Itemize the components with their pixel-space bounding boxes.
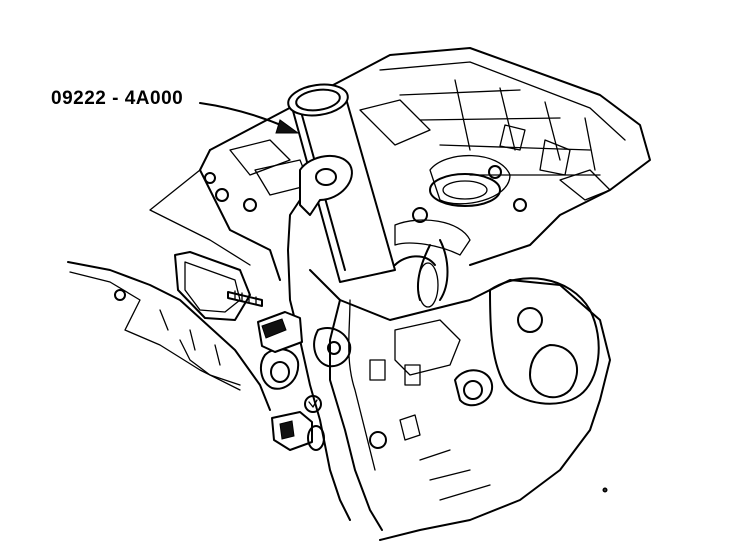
engine-block-left [67, 139, 311, 411]
leader-arrow [199, 102, 300, 134]
sensor-bracket [227, 182, 352, 521]
front-block [309, 239, 611, 541]
special-tool-tube [287, 83, 436, 283]
part-number-label: 09222 - 4A000 [51, 88, 184, 109]
cylinder-head-outline [209, 47, 651, 266]
